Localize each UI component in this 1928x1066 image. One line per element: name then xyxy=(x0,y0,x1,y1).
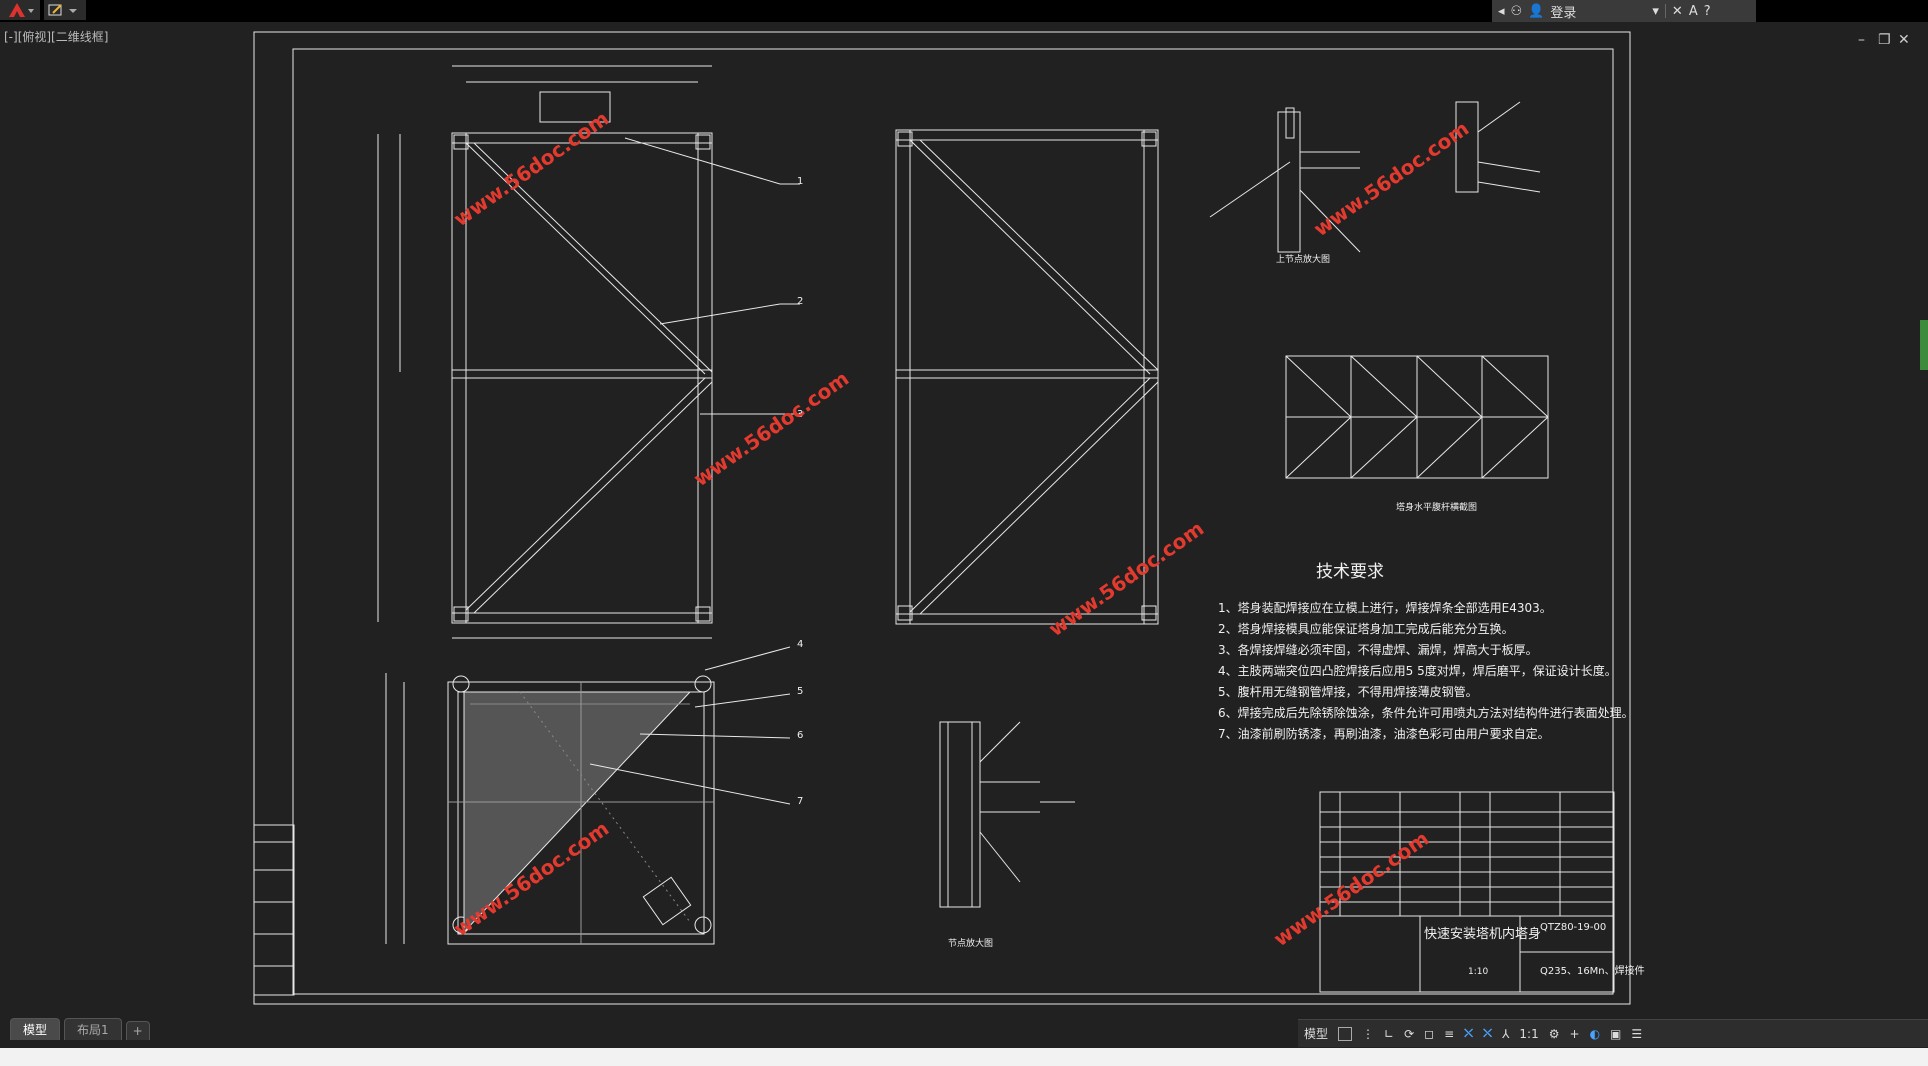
caption-bottom-detail: 节点放大图 xyxy=(948,937,993,949)
model-space-button[interactable]: 模型 xyxy=(1304,1027,1329,1041)
side-view xyxy=(895,129,1159,625)
viewport-label[interactable]: [-][俯视][二维线框] xyxy=(4,30,109,44)
watermark-3: www.56doc.com xyxy=(1044,516,1208,641)
tower-elevation xyxy=(1285,355,1549,479)
layout-tabs: 模型 布局1 + xyxy=(0,1018,1928,1040)
hardware-accel-icon[interactable]: ▣ xyxy=(1610,1026,1622,1041)
drawing-scale: 1:10 xyxy=(1468,967,1488,977)
minimize-icon[interactable]: – xyxy=(1858,32,1865,48)
exchange-icon[interactable]: ✕ xyxy=(1671,3,1683,19)
annotation-icon[interactable]: ⛌ xyxy=(1464,1026,1474,1040)
edit-icon[interactable] xyxy=(45,1,85,19)
drawing-canvas[interactable]: 技术要求 1、塔身装配焊接应在立模上进行，焊接焊条全部选用E4303。 2、塔身… xyxy=(0,22,1928,1022)
annotation-scale[interactable]: 1:1 xyxy=(1519,1026,1539,1041)
watermark-2: www.56doc.com xyxy=(689,366,853,491)
top-bar: ◂ ⚇ 👤 登录 ▾ ✕ A ? xyxy=(0,0,1928,22)
tab-model[interactable]: 模型 xyxy=(10,1018,61,1040)
watermark-4: www.56doc.com xyxy=(1309,116,1473,241)
autocad-logo-icon xyxy=(9,3,34,17)
part-label-6: 6 xyxy=(797,730,803,741)
help-icon[interactable]: ? xyxy=(1703,3,1711,19)
ortho-icon[interactable]: ∟ xyxy=(1384,1026,1395,1041)
part-label-2: 2 xyxy=(797,296,803,307)
tab-layout1[interactable]: 布局1 xyxy=(64,1018,122,1040)
part-label-7: 7 xyxy=(797,796,803,807)
add-layout-button[interactable]: + xyxy=(125,1021,150,1040)
detail-bottom xyxy=(939,721,1075,908)
plan-view xyxy=(385,646,791,945)
requirement-4: 4、主肢两端突位四凸腔焊接后应用5 5度对焊，焊后磨平，保证设计长度。 xyxy=(1218,663,1617,678)
login-label[interactable]: 登录 xyxy=(1550,5,1577,21)
part-label-4: 4 xyxy=(797,639,803,650)
front-view xyxy=(377,65,800,639)
title-block xyxy=(1319,791,1615,993)
clean-screen-icon[interactable]: ☰ xyxy=(1631,1026,1643,1041)
sheet-border xyxy=(253,31,1631,1005)
quick-access-toolbar[interactable] xyxy=(44,0,86,20)
scroll-indicator[interactable] xyxy=(1920,320,1928,370)
a360-icon[interactable]: A xyxy=(1688,3,1698,19)
inner-border xyxy=(292,48,1614,995)
snap-icon[interactable]: ⋮ xyxy=(1362,1026,1375,1041)
binoculars-icon[interactable]: ⚇ xyxy=(1510,3,1523,19)
drawing-name: 快速安装塔机内塔身 xyxy=(1424,926,1541,942)
drawing-code: QTZ80-19-00 xyxy=(1540,922,1606,933)
requirement-3: 3、各焊接焊缝必须牢固，不得虚焊、漏焊，焊高大于板厚。 xyxy=(1218,642,1538,657)
caption-tower-elevation: 塔身水平腹杆横截图 xyxy=(1396,501,1477,513)
caption-top-detail: 上节点放大图 xyxy=(1276,253,1330,265)
watermark-1: www.56doc.com xyxy=(449,106,613,231)
requirement-2: 2、塔身焊接模具应能保证塔身加工完成后能充分互换。 xyxy=(1218,621,1514,636)
isolate-icon[interactable]: ◐ xyxy=(1589,1026,1601,1041)
lineweight-icon[interactable]: ≡ xyxy=(1444,1026,1455,1041)
signin-panel[interactable]: ◂ ⚇ 👤 登录 ▾ ✕ A ? xyxy=(1492,0,1756,22)
requirement-6: 6、焊接完成后先除锈除蚀涂，条件允许可用喷丸方法对结构件进行表面处理。 xyxy=(1218,705,1634,720)
close-icon[interactable]: ✕ xyxy=(1898,32,1910,48)
part-label-3: 3 xyxy=(797,409,803,420)
watermark-6: www.56doc.com xyxy=(1269,826,1433,951)
command-line-strip[interactable] xyxy=(0,1048,1928,1066)
nav-left-icon[interactable]: ◂ xyxy=(1498,3,1505,19)
tech-title: 技术要求 xyxy=(1316,562,1384,582)
grid-icon[interactable] xyxy=(1338,1026,1353,1041)
app-menu-button[interactable] xyxy=(0,0,40,20)
requirement-5: 5、腹杆用无缝钢管焊接，不得用焊接薄皮钢管。 xyxy=(1218,684,1478,699)
status-bar: 模型 ⋮ ∟ ⟳ ◻ ≡ ⛌ ⛌ ⅄ 1:1 ⚙ + ◐ ▣ ☰ xyxy=(1298,1019,1928,1047)
restore-icon[interactable]: ❐ xyxy=(1878,32,1891,48)
separator xyxy=(1664,4,1666,18)
part-label-1: 1 xyxy=(797,176,803,187)
drawing-material: Q235、16Mn、焊接件 xyxy=(1540,964,1645,977)
part-label-5: 5 xyxy=(797,686,803,697)
login-dropdown-icon[interactable]: ▾ xyxy=(1652,3,1659,19)
annotation-visibility-icon[interactable]: ⛌ xyxy=(1483,1026,1493,1040)
polar-icon[interactable]: ⟳ xyxy=(1404,1026,1415,1041)
workspace-icon[interactable]: ⅄ xyxy=(1502,1026,1510,1041)
requirement-7: 7、油漆前刷防锈漆，再刷油漆，油漆色彩可由用户要求自定。 xyxy=(1218,726,1550,741)
plus-icon[interactable]: + xyxy=(1569,1026,1580,1041)
requirement-1: 1、塔身装配焊接应在立模上进行，焊接焊条全部选用E4303。 xyxy=(1218,600,1552,615)
osnap-icon[interactable]: ◻ xyxy=(1424,1026,1435,1041)
user-icon: 👤 xyxy=(1528,3,1545,19)
gear-icon[interactable]: ⚙ xyxy=(1548,1026,1560,1041)
detail-top xyxy=(1209,101,1541,253)
